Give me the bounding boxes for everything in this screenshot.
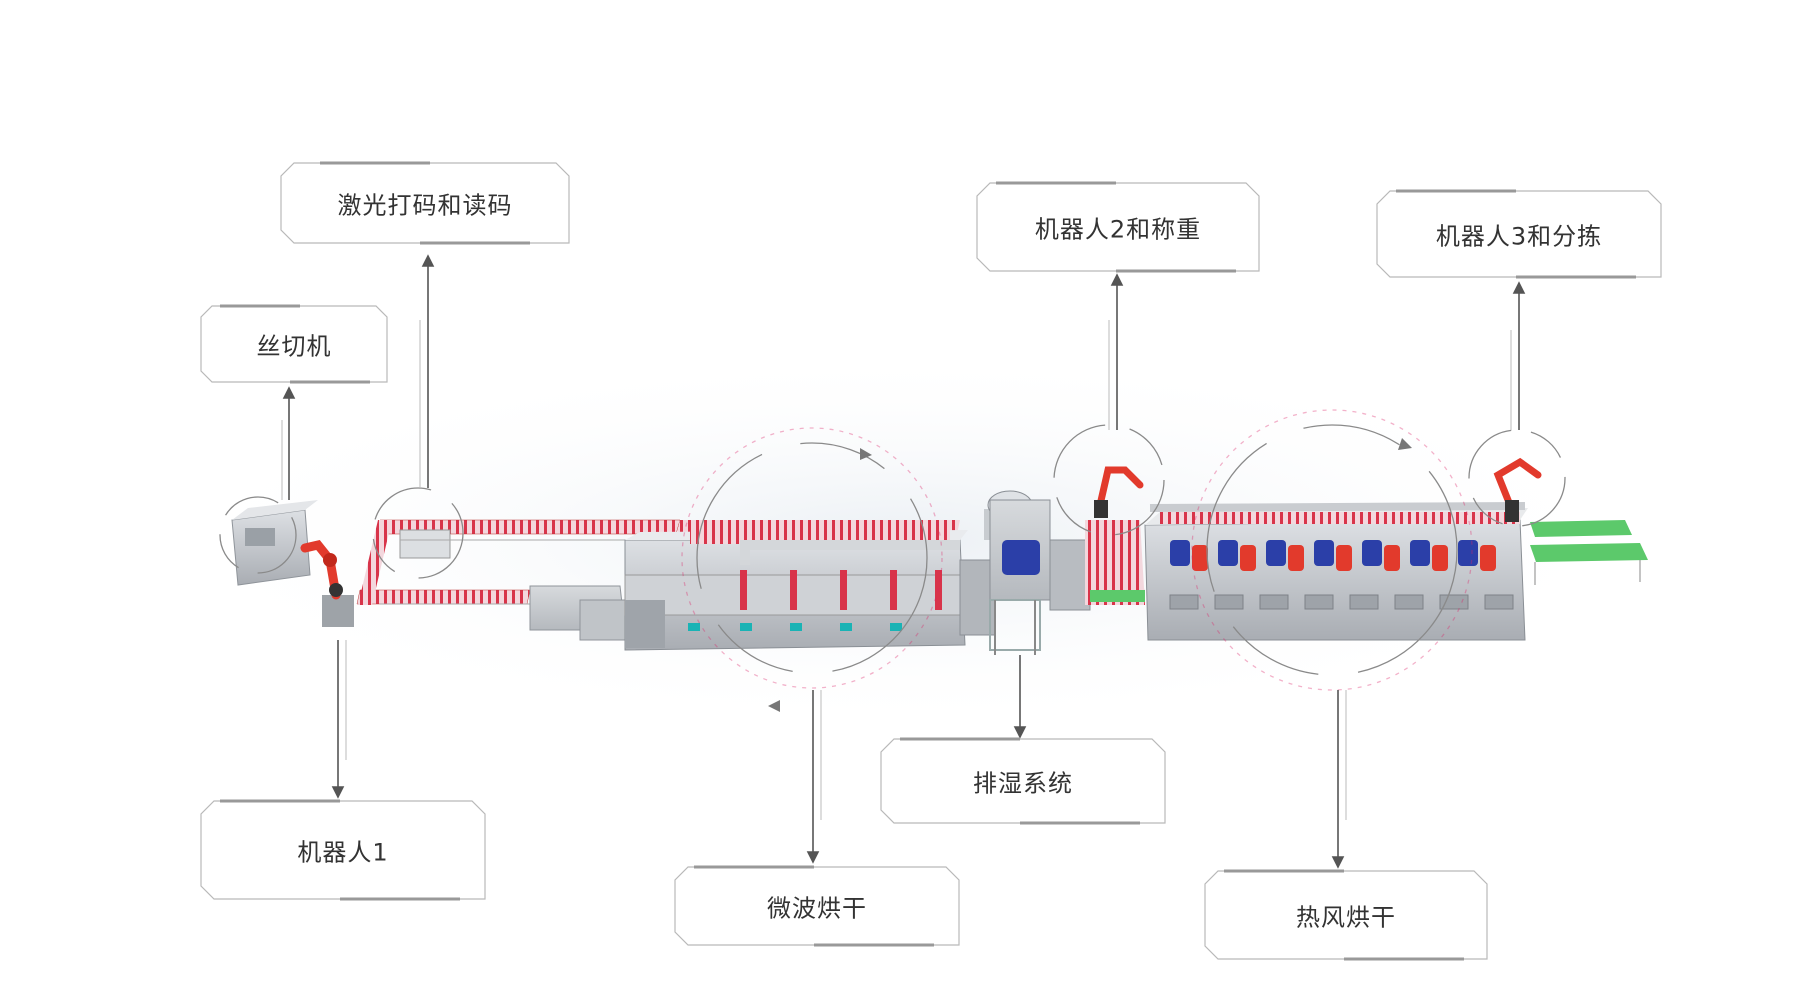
label-box-hotair: 热风烘干	[1204, 869, 1488, 961]
label-frame	[976, 181, 1260, 273]
microwave-dryer-machine	[624, 530, 996, 651]
callout-arrows	[281, 254, 1526, 869]
label-frame	[674, 865, 960, 947]
robot-1-arm	[300, 539, 354, 627]
label-hot-air-drying: 热风烘干	[1296, 903, 1396, 932]
hot-air-dryer-machine	[1144, 502, 1528, 641]
label-box-dehumid: 排湿系统	[880, 737, 1166, 825]
label-box-robot2: 机器人2和称重	[976, 181, 1260, 273]
hot-air-fan-units	[1170, 540, 1496, 571]
label-frame	[280, 161, 570, 245]
label-dehumidifier-system: 排湿系统	[973, 769, 1073, 798]
label-box-wire-cutter: 丝切机	[200, 304, 388, 384]
ring-arrowheads	[768, 438, 1412, 712]
label-box-laser: 激光打码和读码	[280, 161, 570, 245]
robot-2-weighing-station	[1085, 466, 1145, 605]
label-frame	[880, 737, 1166, 825]
robot-3-sorting-station	[1493, 457, 1648, 585]
label-box-microwave: 微波烘干	[674, 865, 960, 947]
label-frame	[1204, 869, 1488, 961]
label-box-robot3: 机器人3和分拣	[1376, 189, 1662, 279]
label-box-robot1: 机器人1	[200, 799, 486, 901]
highlight-rings	[219, 409, 1566, 691]
label-wire-cutter: 丝切机	[256, 332, 332, 361]
label-robot-2-weighing: 机器人2和称重	[1034, 215, 1202, 244]
wire-cutter-machine	[231, 500, 318, 586]
label-frame	[200, 799, 486, 901]
label-laser-coding: 激光打码和读码	[337, 191, 513, 220]
label-frame	[1376, 189, 1662, 279]
dehumidifier-system-machine	[984, 490, 1091, 655]
label-microwave-drying: 微波烘干	[767, 894, 867, 923]
label-robot-3-sorting: 机器人3和分拣	[1435, 222, 1603, 251]
laser-coding-conveyor	[356, 519, 700, 605]
label-frame	[200, 304, 388, 384]
label-robot-1: 机器人1	[297, 838, 389, 867]
hot-air-front-panels	[1169, 594, 1514, 610]
